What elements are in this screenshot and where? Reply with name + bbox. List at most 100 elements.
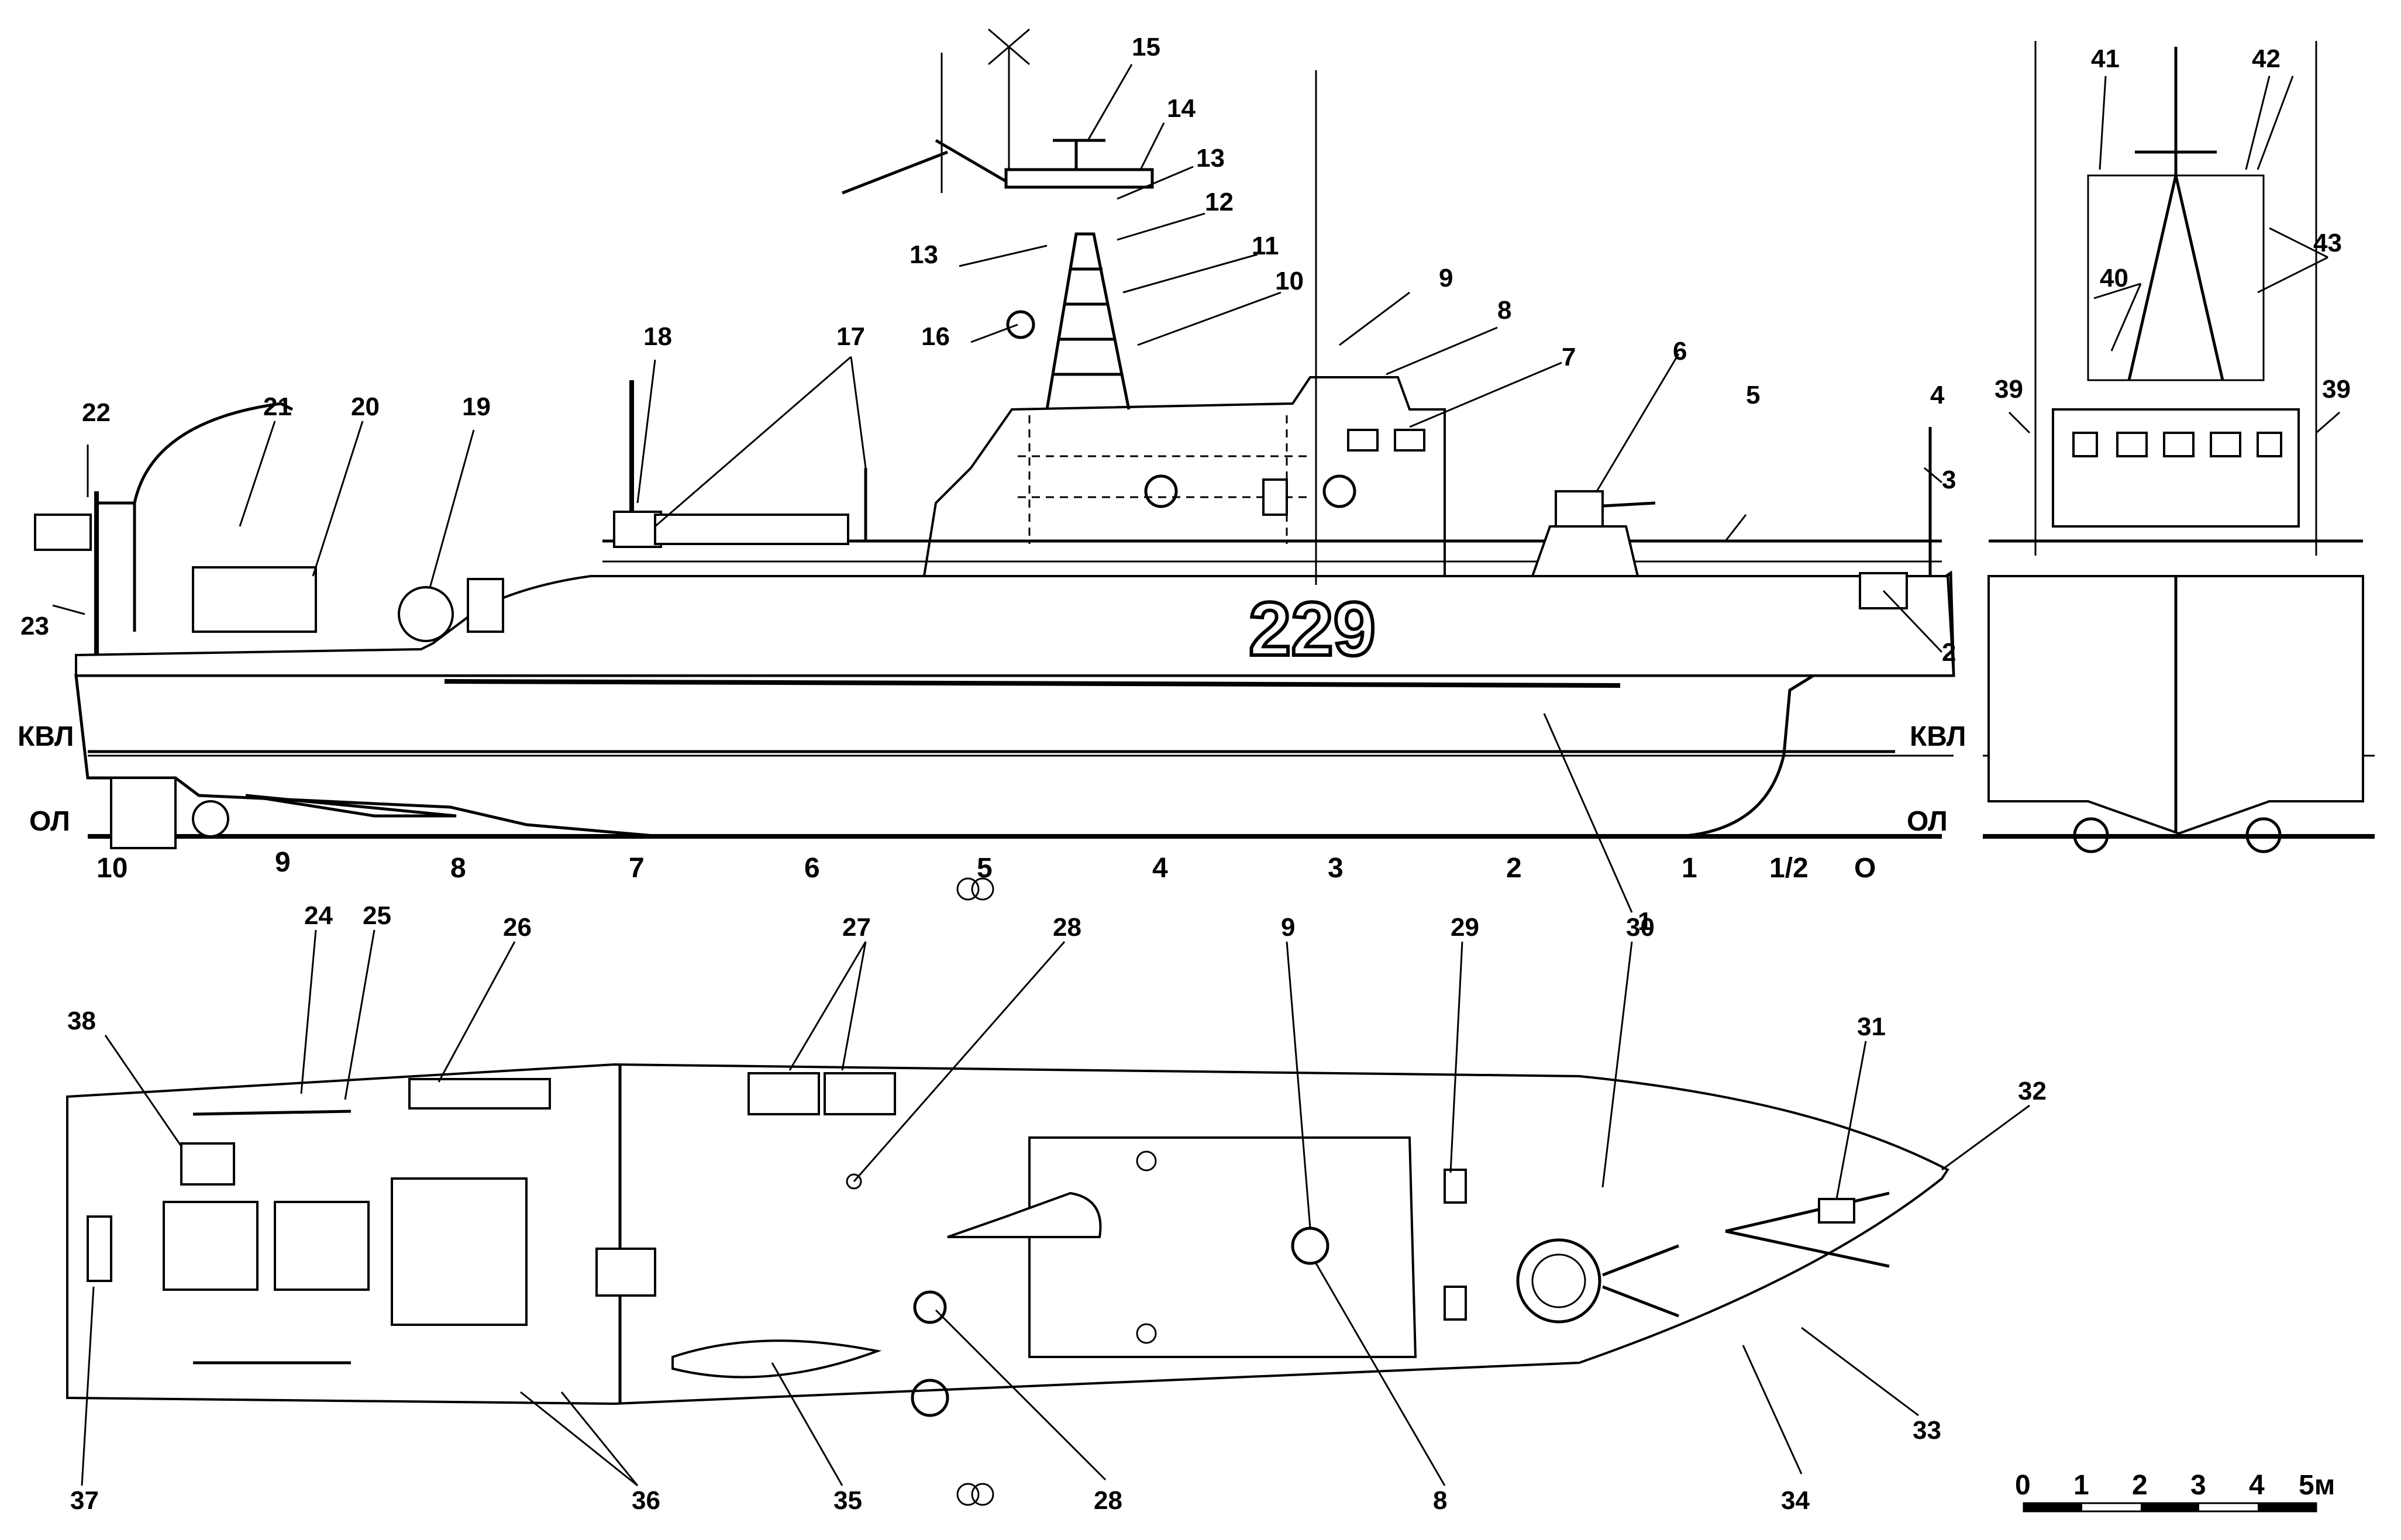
station-label: 2 <box>1506 853 1522 884</box>
callout-2: 2 <box>1942 638 1956 667</box>
station-label: 3 <box>1328 853 1344 884</box>
float-38 <box>180 1142 235 1186</box>
callout-37: 37 <box>70 1486 99 1515</box>
station-label: 9 <box>275 847 291 878</box>
rubbing-strake <box>444 679 1621 688</box>
callout-21: 21 <box>263 392 292 421</box>
centerline-symbols <box>956 877 994 1506</box>
anchor <box>1859 572 1908 609</box>
door <box>1262 478 1288 516</box>
hatch-2 <box>274 1201 370 1291</box>
ol-label-left: ОЛ <box>29 806 70 837</box>
callout-18: 18 <box>643 322 672 351</box>
scale-tick: 5м <box>2299 1470 2335 1501</box>
lattice-mast <box>1045 232 1131 410</box>
mast-tripod <box>2127 175 2224 381</box>
callout-26: 26 <box>503 913 532 942</box>
callout-4: 4 <box>1930 381 1945 409</box>
callout-15: 15 <box>1132 33 1160 61</box>
windlass-31 <box>1818 1198 1855 1224</box>
plan-view: 24 25 26 27 28 9 29 30 31 32 33 34 35 36… <box>66 877 2047 1515</box>
callout-5: 5 <box>1746 381 1760 409</box>
turret-plan <box>1516 1238 1601 1324</box>
reel-19 <box>398 586 454 642</box>
gun-barrels <box>1602 501 1656 508</box>
callout-42: 42 <box>2252 44 2281 73</box>
companion <box>595 1248 656 1297</box>
boat-26 <box>408 1078 551 1110</box>
callout-24: 24 <box>304 901 333 930</box>
station-label: 10 <box>97 853 128 884</box>
callout-12: 12 <box>1205 188 1234 216</box>
skeg <box>245 794 457 818</box>
station-label: 1 <box>1682 853 1697 884</box>
superstructure <box>922 376 1446 577</box>
callout-13b: 13 <box>910 240 938 269</box>
vent-28a <box>913 1290 947 1324</box>
callout-33: 33 <box>1913 1416 1941 1445</box>
ensign-flag <box>34 514 92 551</box>
stern-bollard <box>87 1215 112 1282</box>
callout-29: 29 <box>1451 913 1479 942</box>
hatch-1 <box>163 1201 259 1291</box>
kvl-label-right: КВЛ <box>1910 721 1966 752</box>
callout-34: 34 <box>1781 1486 1810 1515</box>
callout-10: 10 <box>1275 267 1304 295</box>
callout-32: 32 <box>2018 1077 2047 1105</box>
propeller <box>192 800 229 838</box>
front-window <box>2257 432 2282 457</box>
winch-plan <box>391 1177 528 1326</box>
callout-39a: 39 <box>1994 375 2023 404</box>
callout-17: 17 <box>836 322 865 351</box>
deckhouse-plan <box>1028 1136 1417 1358</box>
callout-41: 41 <box>2091 44 2120 73</box>
scale-bar: 0 1 2 3 4 5м <box>2015 1470 2335 1513</box>
davits-24-25 <box>192 1110 352 1365</box>
callout-9b: 9 <box>1281 913 1295 942</box>
callout-28b: 28 <box>1094 1486 1122 1515</box>
raft-27b <box>824 1072 896 1115</box>
trawl-winch-body <box>192 566 317 633</box>
station-label: 7 <box>629 853 645 884</box>
callout-7: 7 <box>1562 343 1576 371</box>
callout-38: 38 <box>67 1007 96 1035</box>
hull-number: 229 <box>1249 586 1376 671</box>
vent-28b <box>911 1379 949 1417</box>
station-label: 1/2 <box>1769 853 1808 884</box>
boat-35 <box>671 1339 882 1379</box>
callout-35: 35 <box>833 1486 862 1515</box>
front-view: 39 39 40 41 42 43 <box>1983 41 2375 853</box>
deck-fitting <box>846 1173 862 1190</box>
profile-leaders <box>52 64 1943 913</box>
scale-tick: 4 <box>2249 1470 2265 1501</box>
bollard-29 <box>1444 1169 1467 1204</box>
yard <box>935 139 1007 183</box>
station-label: 8 <box>450 853 466 884</box>
hull-topsides <box>75 575 1955 677</box>
callout-3: 3 <box>1942 466 1956 494</box>
ol-label-right: ОЛ <box>1907 806 1948 837</box>
side-profile: 229 КВЛ КВЛ ОЛ ОЛ 10 9 8 7 6 5 4 3 2 1 1… <box>18 28 1966 936</box>
callout-22: 22 <box>82 398 111 427</box>
scale-tick: 2 <box>2132 1470 2148 1501</box>
front-window <box>2072 432 2098 457</box>
scale-tick: 3 <box>2190 1470 2206 1501</box>
gun-turret <box>1555 490 1604 528</box>
callout-1: 1 <box>1638 907 1652 936</box>
roller-right <box>2245 817 2282 853</box>
scale-tick: 1 <box>2073 1470 2089 1501</box>
crane-boom <box>97 402 294 632</box>
callout-39b: 39 <box>2322 375 2351 404</box>
raft-27a <box>747 1072 820 1115</box>
lifebuoy-1 <box>1144 474 1178 508</box>
callout-40: 40 <box>2100 264 2128 292</box>
deck-box <box>467 578 504 633</box>
roller-left <box>2073 817 2109 853</box>
front-window <box>2163 432 2195 457</box>
radar-platform <box>1004 168 1154 189</box>
callout-6: 6 <box>1673 337 1687 366</box>
callout-16: 16 <box>921 322 950 351</box>
station-label: 4 <box>1152 853 1168 884</box>
callout-27: 27 <box>842 913 871 942</box>
